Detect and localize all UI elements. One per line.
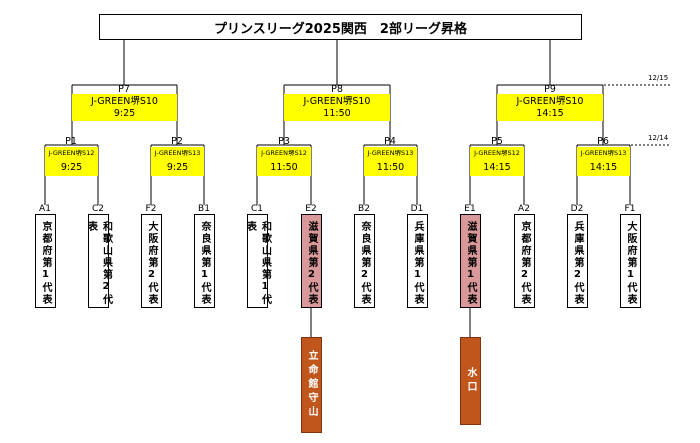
match-time: 14:15 <box>589 162 618 173</box>
team-box-e1: 滋賀県第1代表 <box>460 214 481 308</box>
team-box-a1: 京都府第1代表 <box>35 214 56 308</box>
winner-name: 立命館守山 <box>306 350 317 420</box>
match-box-p5: J-GREEN堺S12 14:15 <box>470 147 524 176</box>
team-name: 奈良県第1代表 <box>199 221 210 306</box>
team-name: 和歌山県第1代表 <box>244 221 271 306</box>
match-box-p7: J-GREEN堺S10 9:25 <box>72 94 177 121</box>
team-code: A1 <box>39 204 51 214</box>
match-venue: J-GREEN堺S13 <box>154 149 201 157</box>
match-label-p6: P6 <box>597 136 609 147</box>
match-time: 9:25 <box>166 162 189 173</box>
match-label-p2: P2 <box>171 136 183 147</box>
winner-box-e1: 水口 <box>460 337 481 425</box>
match-venue: J-GREEN堺S12 <box>261 149 307 157</box>
team-name: 京都府第1代表 <box>40 221 51 306</box>
match-label-p9: P9 <box>544 84 556 95</box>
team-code: F2 <box>145 204 157 214</box>
match-venue: J-GREEN堺S12 <box>474 149 520 157</box>
team-name: 兵庫県第2代表 <box>572 221 583 306</box>
team-box-d1: 兵庫県第1代表 <box>407 214 428 308</box>
team-box-c2: 和歌山県第2代表 <box>86 214 112 308</box>
match-venue: J-GREEN堺S13 <box>367 149 414 157</box>
match-box-p6: J-GREEN堺S13 14:15 <box>577 147 630 176</box>
match-box-p9: J-GREEN堺S10 14:15 <box>497 94 603 121</box>
team-code: B2 <box>358 204 370 214</box>
team-box-f2: 大阪府第2代表 <box>141 214 162 308</box>
match-time: 11:50 <box>270 162 298 173</box>
semis-date: 12/15 <box>648 74 669 82</box>
match-time: 9:25 <box>113 108 136 119</box>
team-code: F1 <box>624 204 636 214</box>
team-name: 京都府第2代表 <box>519 221 530 306</box>
team-name: 奈良県第2代表 <box>359 221 370 306</box>
team-box-c1: 和歌山県第1代表 <box>245 214 271 308</box>
match-label-p5: P5 <box>491 136 503 147</box>
match-time: 14:15 <box>536 108 564 119</box>
match-label-p1: P1 <box>65 136 77 147</box>
winner-name: 水口 <box>465 367 476 395</box>
bracket-title: プリンスリーグ2025関西 2部リーグ昇格 <box>99 14 582 40</box>
team-code: D1 <box>410 204 424 214</box>
team-box-e2: 滋賀県第2代表 <box>301 214 322 308</box>
team-code: C1 <box>250 204 263 214</box>
round1-date: 12/14 <box>648 134 669 142</box>
match-time: 11:50 <box>376 162 405 173</box>
team-name: 兵庫県第1代表 <box>412 221 423 306</box>
match-label-p8: P8 <box>331 84 343 95</box>
team-code: E2 <box>305 204 317 214</box>
team-code: E1 <box>464 204 476 214</box>
match-venue: J-GREEN堺S10 <box>91 96 158 107</box>
winner-box-e2: 立命館守山 <box>301 337 322 433</box>
match-box-p2: J-GREEN堺S13 9:25 <box>151 147 204 176</box>
team-name: 大阪府第1代表 <box>625 221 636 306</box>
team-name: 滋賀県第2代表 <box>306 221 317 306</box>
team-box-b2: 奈良県第2代表 <box>354 214 375 308</box>
match-time: 14:15 <box>483 162 511 173</box>
match-venue: J-GREEN堺S12 <box>48 149 95 157</box>
match-box-p8: J-GREEN堺S10 11:50 <box>284 94 390 121</box>
match-label-p7: P7 <box>118 84 130 95</box>
match-time: 9:25 <box>60 162 83 173</box>
match-venue: J-GREEN堺S10 <box>303 96 371 107</box>
team-name: 大阪府第2代表 <box>146 221 157 306</box>
team-box-b1: 奈良県第1代表 <box>194 214 215 308</box>
match-label-p3: P3 <box>278 136 290 147</box>
match-time: 11:50 <box>323 108 351 119</box>
match-venue: J-GREEN堺S13 <box>580 149 627 157</box>
team-box-f1: 大阪府第1代表 <box>620 214 641 308</box>
team-code: D2 <box>570 204 584 214</box>
match-box-p3: J-GREEN堺S12 11:50 <box>257 147 311 176</box>
team-name: 和歌山県第2代表 <box>85 221 112 306</box>
match-box-p1: J-GREEN堺S12 9:25 <box>45 147 98 176</box>
match-box-p4: J-GREEN堺S13 11:50 <box>364 147 417 176</box>
team-code: B1 <box>198 204 210 214</box>
team-box-d2: 兵庫県第2代表 <box>567 214 588 308</box>
team-code: C2 <box>91 204 104 214</box>
team-box-a2: 京都府第2代表 <box>514 214 535 308</box>
team-code: A2 <box>518 204 530 214</box>
match-venue: J-GREEN堺S10 <box>516 96 584 107</box>
team-name: 滋賀県第1代表 <box>465 221 476 306</box>
match-label-p4: P4 <box>384 136 396 147</box>
